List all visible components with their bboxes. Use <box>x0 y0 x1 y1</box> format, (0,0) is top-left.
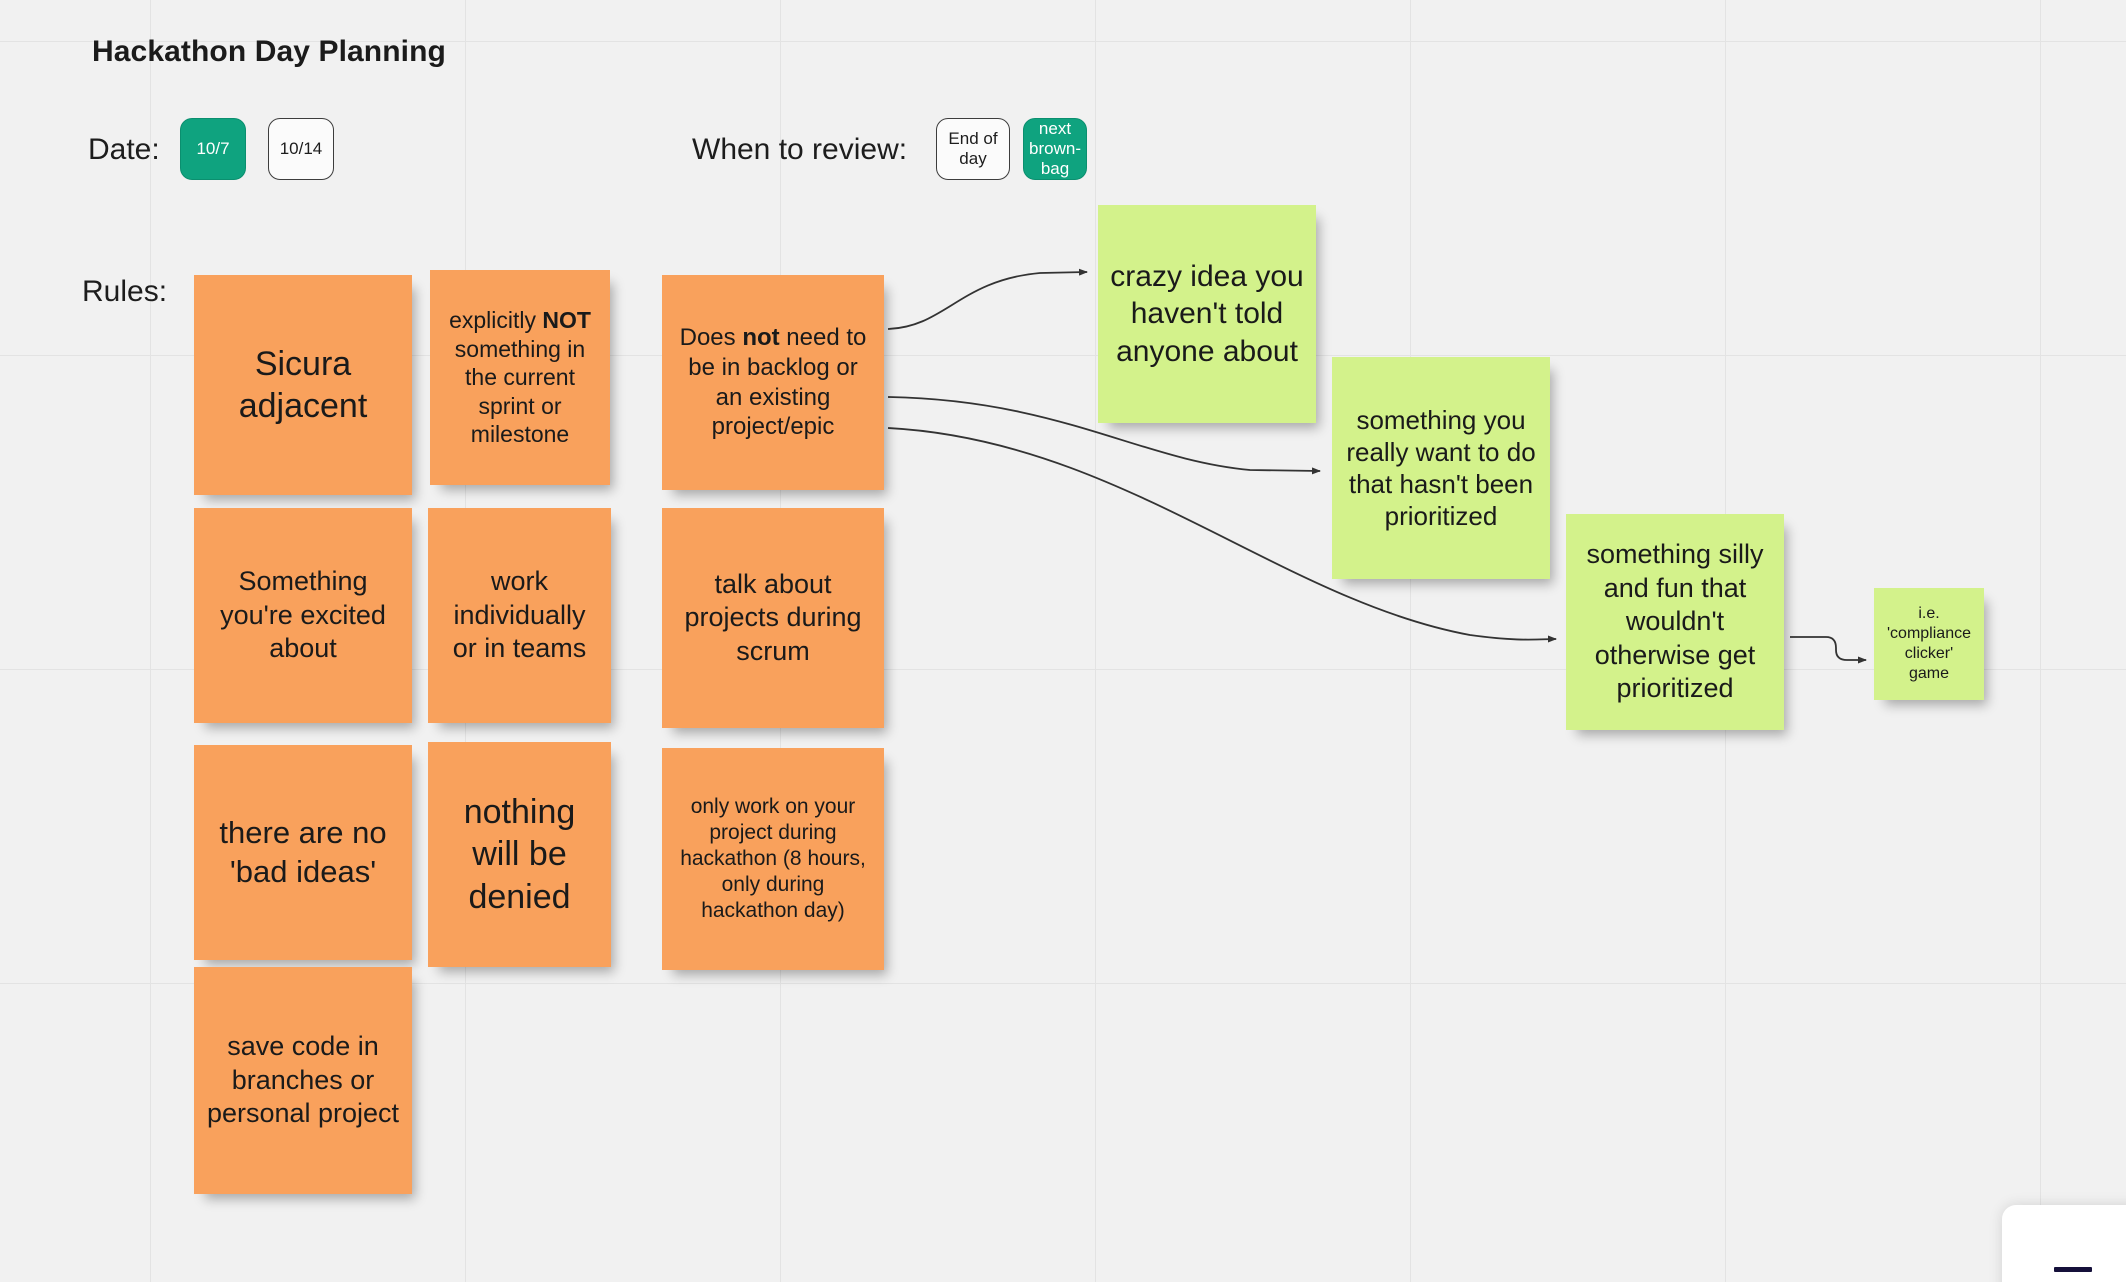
sticky-note-text: there are no 'bad ideas' <box>219 815 387 889</box>
sticky-note-text: i.e. 'compliance clicker' game <box>1887 605 1971 682</box>
sticky-note-text: work individually or in teams <box>452 566 587 664</box>
sticky-note-text: Does not need to be in backlog or an exi… <box>679 324 867 441</box>
sticky-note-sicura-adjacent[interactable]: Sicura adjacent <box>194 275 412 495</box>
page-title: Hackathon Day Planning <box>92 35 446 68</box>
sticky-note-text: save code in branches or personal projec… <box>206 1031 400 1129</box>
sticky-note-text: crazy idea you haven't told anyone about <box>1110 260 1304 368</box>
sticky-note-compliance-clicker[interactable]: i.e. 'compliance clicker' game <box>1874 588 1984 700</box>
sticky-note-talk-during-scrum[interactable]: talk about projects during scrum <box>662 508 884 728</box>
sticky-note-excited-about[interactable]: Something you're excited about <box>194 508 412 723</box>
sticky-note-text: Something you're excited about <box>220 566 386 664</box>
date-option-10-14-label: 10/14 <box>279 138 323 158</box>
sticky-note-nothing-denied[interactable]: nothing will be denied <box>428 742 611 967</box>
sticky-note-explicitly-not[interactable]: explicitly NOT something in the current … <box>430 270 610 485</box>
sticky-note-text: only work on your project during hackath… <box>680 794 866 923</box>
arrow-to-compliance-clicker <box>1790 636 1867 664</box>
sticky-note-really-want-to-do[interactable]: something you really want to do that has… <box>1332 357 1550 579</box>
sticky-note-text: nothing will be denied <box>463 793 576 916</box>
sticky-note-text: talk about projects during scrum <box>684 568 862 666</box>
sticky-note-no-bad-ideas[interactable]: there are no 'bad ideas' <box>194 745 412 960</box>
sticky-note-text: explicitly NOT something in the current … <box>449 307 591 448</box>
sticky-note-crazy-idea[interactable]: crazy idea you haven't told anyone about <box>1098 205 1316 423</box>
sticky-note-text: something you really want to do that has… <box>1346 404 1536 532</box>
sticky-note-does-not-need[interactable]: Does not need to be in backlog or an exi… <box>662 275 884 490</box>
review-label: When to review: <box>692 133 908 166</box>
arrow-to-crazy-idea-curve <box>887 268 1088 330</box>
sticky-note-text: something silly and fun that wouldn't ot… <box>1586 539 1764 704</box>
review-option-next-brown-bag[interactable]: next brown-bag <box>1023 118 1087 180</box>
date-option-10-7-label: 10/7 <box>196 138 230 158</box>
minus-icon[interactable] <box>2054 1267 2092 1272</box>
rules-label: Rules: <box>82 275 168 308</box>
date-option-10-14[interactable]: 10/14 <box>268 118 334 180</box>
sticky-note-save-code[interactable]: save code in branches or personal projec… <box>194 967 412 1194</box>
zoom-controls-panel[interactable] <box>2002 1205 2126 1282</box>
review-option-next-brown-bag-label: next brown-bag <box>1029 118 1081 179</box>
review-option-end-of-day[interactable]: End of day <box>936 118 1010 180</box>
date-label: Date: <box>88 133 160 166</box>
sticky-note-silly-and-fun[interactable]: something silly and fun that wouldn't ot… <box>1566 514 1784 730</box>
sticky-note-text: Sicura adjacent <box>238 344 368 425</box>
sticky-note-only-work-during[interactable]: only work on your project during hackath… <box>662 748 884 970</box>
sticky-note-work-individually[interactable]: work individually or in teams <box>428 508 611 723</box>
review-option-end-of-day-label: End of day <box>948 128 998 168</box>
date-option-10-7[interactable]: 10/7 <box>180 118 246 180</box>
